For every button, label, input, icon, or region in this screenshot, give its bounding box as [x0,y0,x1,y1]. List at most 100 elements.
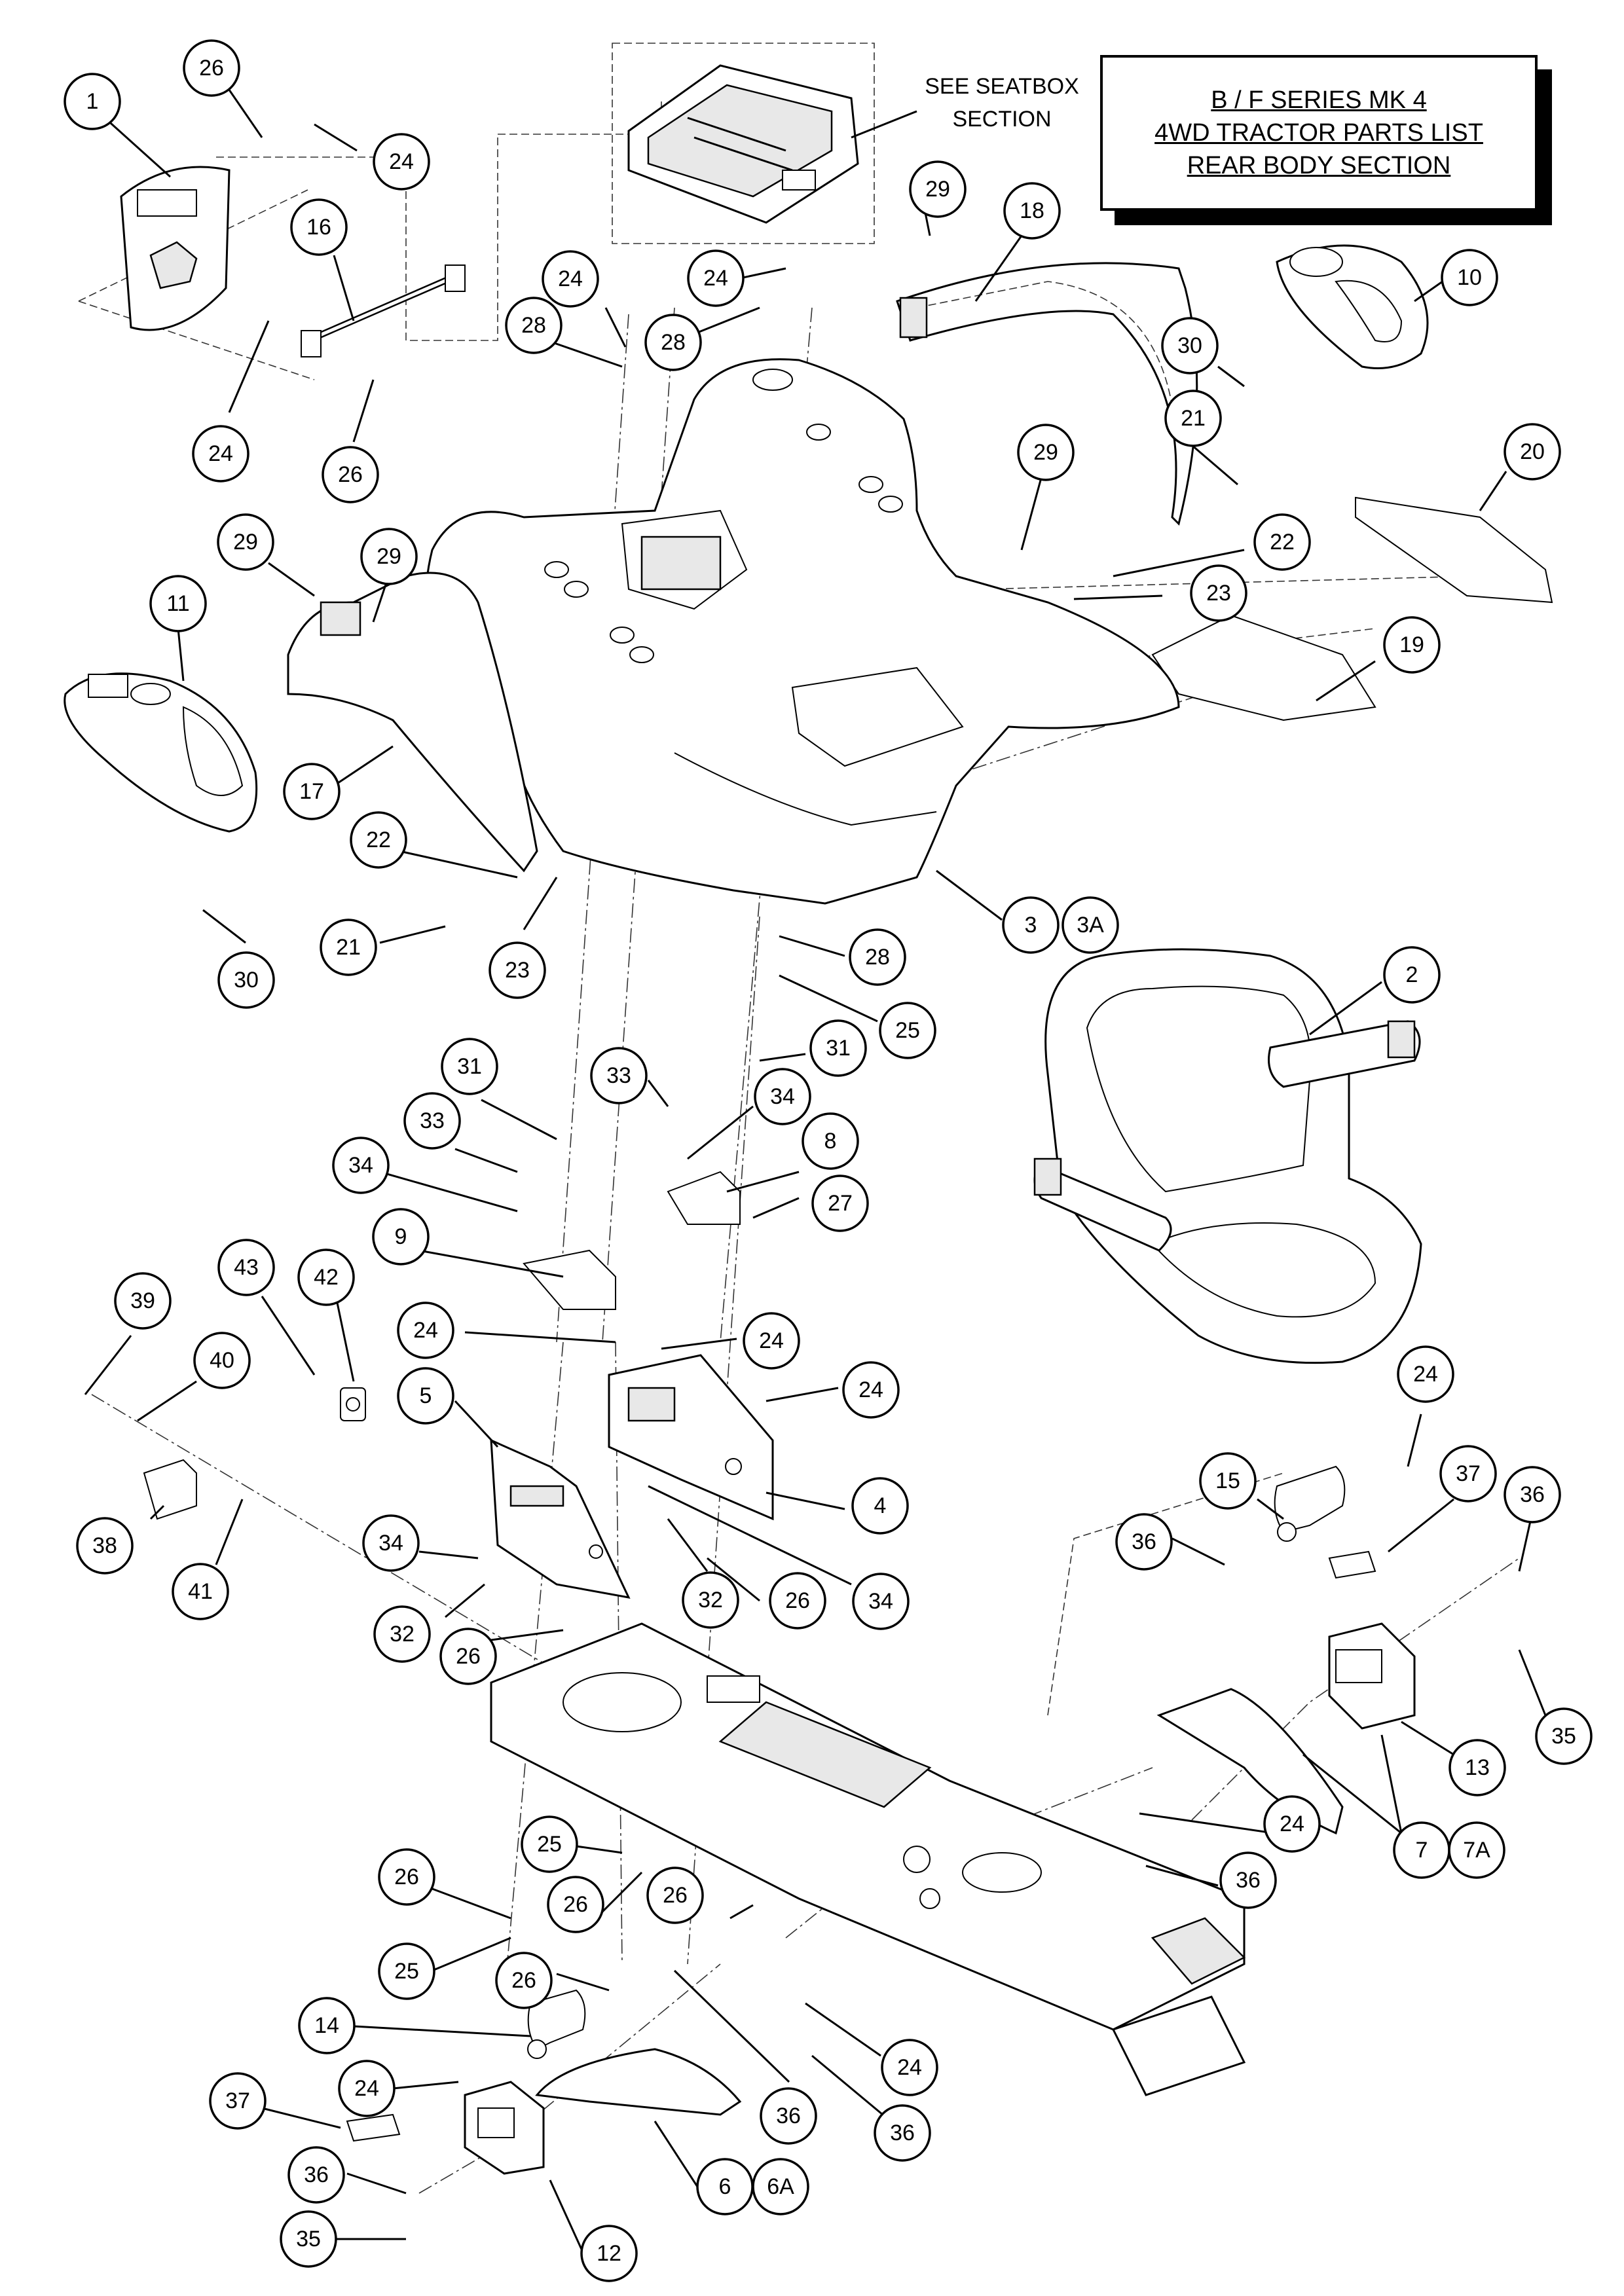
svg-text:24: 24 [759,1328,784,1353]
svg-text:10: 10 [1457,265,1482,290]
callout: 24 [881,2039,938,2096]
part-5-bracket [490,1438,631,1599]
svg-text:42: 42 [314,1265,339,1290]
callout: 22 [350,811,407,869]
callout: 43 [217,1239,275,1296]
part-12-bracket [464,2081,545,2175]
callout: 25 [521,1815,578,1873]
svg-text:7A: 7A [1463,1838,1490,1863]
callout: 26 [547,1876,604,1933]
callout: 2 [1383,946,1441,1004]
svg-text:28: 28 [521,313,546,338]
svg-text:24: 24 [858,1377,883,1402]
svg-text:34: 34 [868,1589,893,1614]
callout: 22 [1253,513,1311,571]
seatbox-assembly [627,64,859,224]
svg-text:19: 19 [1399,632,1424,657]
svg-text:26: 26 [456,1644,481,1669]
callout: 31 [809,1019,867,1077]
svg-text:1: 1 [86,89,99,114]
callout: 34 [332,1137,390,1194]
callout: 7 [1393,1821,1450,1879]
svg-text:31: 31 [457,1054,482,1079]
svg-text:17: 17 [299,779,324,804]
callout: 5 [397,1367,454,1425]
svg-text:9: 9 [395,1224,407,1249]
callout: 8 [802,1112,859,1170]
svg-text:26: 26 [785,1588,810,1613]
callout: 7A [1448,1821,1505,1879]
callout: 6 [696,2158,754,2215]
svg-text:3: 3 [1025,913,1037,938]
svg-text:37: 37 [1456,1461,1481,1486]
callout: 1 [64,73,121,130]
callout: 3 [1002,896,1060,954]
svg-text:29: 29 [925,177,950,202]
part-2-seat [1033,948,1422,1364]
svg-text:20: 20 [1520,439,1545,464]
svg-text:24: 24 [1413,1362,1438,1387]
svg-text:36: 36 [1132,1529,1156,1554]
svg-text:24: 24 [413,1318,438,1343]
callout: 32 [373,1605,431,1663]
title-line-3: REAR BODY SECTION [1187,152,1451,179]
svg-text:22: 22 [366,828,391,852]
callout: 24 [1397,1345,1454,1403]
part-15-pin [1274,1465,1346,1542]
svg-text:29: 29 [233,530,258,555]
svg-text:26: 26 [563,1892,588,1917]
callout: 29 [217,513,274,571]
part-16-bracket [301,264,466,357]
svg-text:23: 23 [1206,581,1231,606]
chassis-frame [490,1622,1246,2096]
svg-text:31: 31 [826,1036,851,1061]
callout: 26 [439,1628,497,1685]
callout: 14 [298,1997,356,2054]
svg-text:36: 36 [890,2121,915,2145]
svg-text:26: 26 [394,1865,419,1889]
callout: 12 [580,2225,638,2282]
part-13-bracket [1328,1622,1416,1730]
svg-text:36: 36 [1520,1482,1545,1507]
svg-text:14: 14 [314,2013,339,2038]
title-box: B / F SERIES MK 4 4WD TRACTOR PARTS LIST… [1100,55,1538,211]
part-1-rear-panel [120,166,231,331]
svg-text:27: 27 [828,1191,853,1216]
callout: 34 [362,1514,420,1572]
callout: 24 [338,2060,396,2117]
callout: 24 [192,425,249,483]
callout: 42 [297,1248,355,1306]
svg-text:24: 24 [703,266,728,291]
svg-text:26: 26 [338,462,363,487]
callout: 11 [149,575,207,632]
svg-text:29: 29 [1033,440,1058,465]
callout: 35 [1535,1707,1593,1765]
callout: 40 [193,1332,251,1389]
callout: 21 [320,919,377,976]
callout: 21 [1164,390,1222,447]
svg-text:38: 38 [92,1533,117,1558]
callout: 18 [1003,182,1061,240]
title-line-1: B / F SERIES MK 4 [1211,86,1427,114]
callout: 4 [851,1477,909,1535]
callout: 9 [372,1208,430,1266]
part-10-right-fender-pod [1276,244,1429,369]
callout: 32 [682,1571,739,1629]
part-11-left-fender-pod [64,672,258,833]
callout: 24 [743,1312,800,1370]
part-20-mat [1355,496,1553,604]
callout: 36 [760,2087,817,2145]
callout: 29 [360,528,418,585]
svg-text:12: 12 [597,2241,621,2266]
svg-text:24: 24 [354,2076,379,2101]
part-37-decal [346,1550,1376,2142]
part-6-guard [535,2048,742,2116]
callout: 34 [754,1068,811,1125]
callout: 20 [1504,423,1561,481]
svg-text:25: 25 [895,1018,920,1043]
callout: 23 [489,941,546,999]
svg-text:18: 18 [1020,198,1044,223]
callout: 29 [909,160,967,218]
svg-text:25: 25 [537,1832,562,1857]
